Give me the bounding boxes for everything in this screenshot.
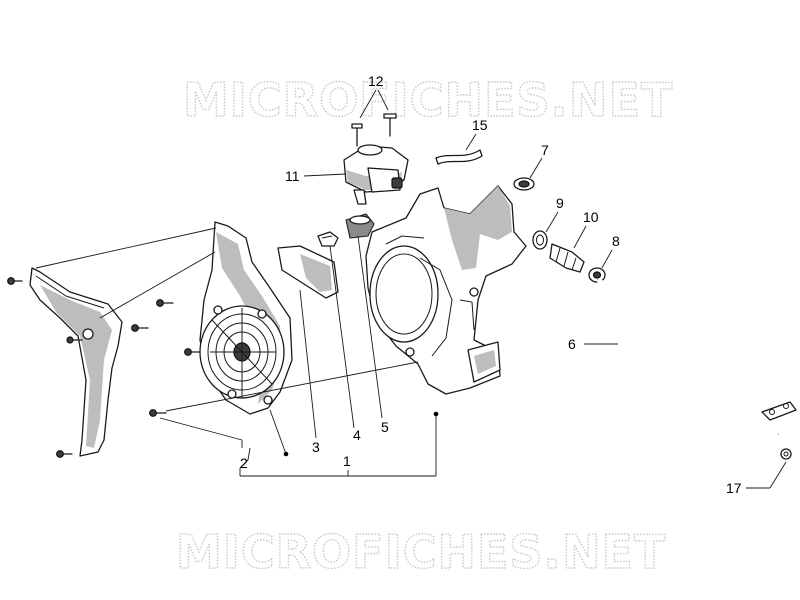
callout-11: 11 — [285, 168, 300, 184]
leader-lines — [35, 89, 787, 489]
callout-6: 6 — [568, 336, 576, 352]
clip — [317, 231, 339, 247]
screw — [66, 336, 83, 344]
callout-12: 12 — [368, 73, 384, 89]
screw — [7, 277, 23, 285]
screw-group-left — [7, 277, 202, 458]
hose-clamp — [513, 177, 535, 191]
hose-clamp — [532, 230, 548, 250]
bolt — [383, 113, 397, 137]
seal-ring — [345, 213, 375, 239]
callout-2: 2 — [240, 455, 248, 471]
gasket — [780, 448, 792, 460]
fan-cover — [199, 221, 293, 415]
callout-3: 3 — [312, 439, 320, 455]
callout-5: 5 — [381, 419, 389, 435]
screw — [149, 409, 167, 417]
callout-7: 7 — [541, 142, 549, 158]
callout-4: 4 — [353, 427, 361, 443]
watermark-bottom: MICROFICHES.NET — [176, 525, 666, 579]
fan-housing — [365, 185, 527, 395]
callout-8: 8 — [612, 233, 620, 249]
secondary-air-valve — [343, 144, 409, 205]
short-hose — [435, 149, 483, 165]
screw — [156, 299, 174, 307]
hose-clamp — [588, 267, 606, 283]
callout-9: 9 — [556, 195, 564, 211]
air-pipe — [596, 278, 797, 443]
screw — [131, 324, 149, 332]
watermark-top: MICROFICHES.NET — [183, 73, 673, 127]
hose-connector — [549, 243, 585, 273]
screw — [184, 348, 202, 356]
leader-dots — [283, 411, 439, 457]
outer-side-cover — [29, 267, 123, 457]
air-filter-sponge — [277, 245, 339, 299]
bolt — [351, 123, 363, 147]
callout-15: 15 — [472, 117, 488, 133]
callout-17: 17 — [726, 480, 742, 496]
callout-10: 10 — [583, 209, 599, 225]
callout-1: 1 — [343, 453, 351, 469]
screw — [56, 450, 73, 458]
